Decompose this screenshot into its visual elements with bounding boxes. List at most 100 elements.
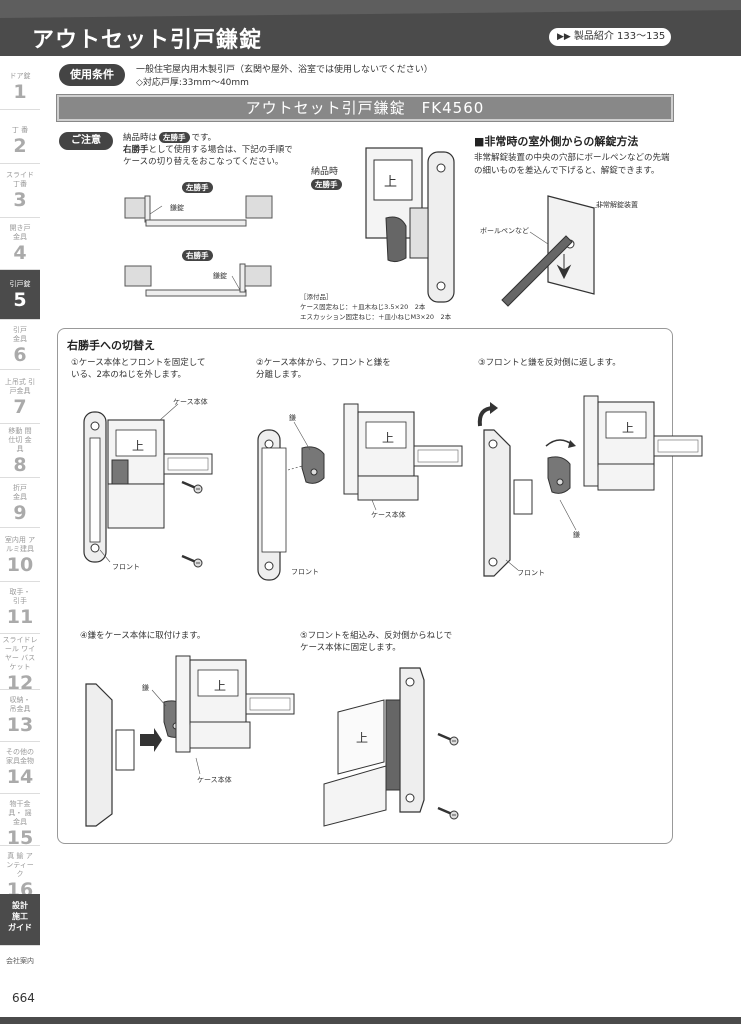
sidebar-item-label: 取手・ 引手 (9, 588, 31, 605)
step-5-text: ⑤フロントを組込み、反対側からねじで ケース本体に固定します。 (300, 631, 464, 653)
case-label-4: ケース本体 (197, 776, 232, 784)
left-hand-door-diagram (124, 195, 273, 227)
sidebar-item-label: 開き戸 金具 (9, 224, 31, 241)
sidebar-item-label: 引戸 金具 (13, 326, 27, 343)
door-thickness-line: ◇対応戸厚:33mm〜40mm (136, 78, 249, 88)
sidebar-item-number: 6 (13, 344, 27, 366)
sidebar-item-label: その他の 家具金物 (6, 748, 34, 765)
kama-label-4: 鎌 (142, 684, 149, 692)
sidebar-item-number: 1 (13, 81, 27, 103)
ballpoint-pen-label: ボールペンなど (480, 227, 529, 235)
right-hand-door-diagram (124, 263, 272, 297)
sidebar-item-number: 2 (13, 135, 27, 157)
sidebar-item-number: 8 (13, 454, 27, 476)
left-hand-diagram-pill: 左勝手 (182, 182, 213, 193)
usage-condition-line: 一般住宅屋内用木製引戸（玄関や屋外、浴室では使用しないでください） (136, 65, 433, 75)
delivery-lock-illustration: 上 (365, 147, 455, 303)
product-intro-link-label: 製品紹介 133〜135 (573, 31, 666, 42)
front-label-3: フロント (517, 569, 545, 577)
caution-line3: ケースの切り替えをおこなってください。 (123, 157, 284, 167)
sidebar-item-number: 4 (13, 242, 27, 264)
sidebar-item-label: 丁 番 (11, 126, 29, 134)
step-1-text: ①ケース本体とフロントを固定して いる、2本のねじを外します。 (71, 358, 217, 380)
emergency-device-label: 非常解錠装置 (596, 201, 638, 209)
front-label-2: フロント (291, 568, 319, 576)
caution-badge: ご注意 (59, 132, 113, 150)
page-number: 664 (12, 991, 35, 1005)
delivery-label: 納品時 (311, 167, 339, 177)
sidebar-item-number: 13 (6, 714, 34, 736)
sidebar-item-design-guide[interactable]: 設計 施工 ガイド (0, 894, 40, 946)
lock-label-right: 鎌錠 (213, 272, 227, 280)
sidebar-item-number: 3 (13, 189, 27, 211)
caution-line2: として使用する場合は、下記の手順で (148, 145, 293, 155)
step-3-text: ③フロントと鎌を反対側に返します。 (478, 358, 621, 368)
sidebar-item-number: 5 (13, 289, 27, 311)
sidebar-item-number: 7 (13, 396, 27, 418)
right-hand-emphasis: 右勝手 (123, 145, 149, 155)
switch-procedure-title: 右勝手への切替え (67, 339, 155, 352)
kama-label-2: 鎌 (289, 414, 296, 422)
sidebar-item-number: 9 (13, 502, 27, 524)
caution-line1-b: です。 (191, 133, 217, 143)
emergency-unlock-illustration (501, 195, 605, 307)
sidebar-item-label: 移動 間仕切 金具 (8, 427, 32, 453)
page-header: アウトセット引戸鎌錠 ▶▶製品紹介 133〜135 (0, 0, 741, 56)
double-arrow-icon: ▶▶ (557, 32, 571, 42)
sidebar-item-label: 上吊式 引戸金具 (4, 378, 36, 395)
emergency-unlock-title: ■非常時の室外側からの解錠方法 (474, 135, 639, 148)
sidebar-item-label: 引戸錠 (9, 280, 31, 288)
usage-conditions-badge: 使用条件 (59, 64, 125, 86)
accessory-escutcheon-screw: エスカッション固定ねじ：＋皿小ねじM3×20 2本 (300, 313, 452, 321)
sidebar-item-label: 折戸 金具 (13, 484, 27, 501)
sidebar-item-company[interactable]: 会社案内 (6, 957, 34, 965)
sidebar-item-label: スライドレール ワイヤー バスケット (2, 636, 38, 671)
caution-line1-a: 納品時は (123, 133, 158, 143)
product-name-bar: アウトセット引戸鎌錠 FK4560 (56, 94, 674, 122)
accessories-title: ［添付品］ (300, 293, 333, 301)
accessory-case-screw: ケース固定ねじ：＋皿木ねじ3.5×20 2本 (300, 303, 426, 311)
switch-procedure-box (57, 328, 673, 844)
sidebar-item-number: 10 (6, 554, 34, 576)
right-hand-diagram-pill: 右勝手 (182, 250, 213, 261)
sidebar-item-label: スライド 丁番 (6, 171, 34, 188)
sidebar-item-label: 物干金具・ 謡金具 (8, 800, 32, 826)
usage-conditions-text: 一般住宅屋内用木製引戸（玄関や屋外、浴室では使用しないでください） ◇対応戸厚:… (136, 64, 433, 90)
accessories-note: ［添付品］ ケース固定ねじ：＋皿木ねじ3.5×20 2本 エスカッション固定ねじ… (300, 292, 451, 322)
step-2-text: ②ケース本体から、フロントと鎌を 分離します。 (256, 358, 402, 380)
sidebar-item-label: 室内用 アルミ建具 (4, 536, 36, 553)
page-title: アウトセット引戸鎌錠 (32, 28, 263, 53)
product-intro-link[interactable]: ▶▶製品紹介 133〜135 (549, 28, 671, 46)
delivery-pill: 左勝手 (311, 179, 342, 190)
emergency-unlock-text: 非常解錠装置の中央の穴部にボールペンなどの先端の細いものを差込んで下げると、解錠… (474, 153, 670, 176)
step-4-text: ④鎌をケース本体に取付けます。 (80, 631, 206, 641)
kama-label-3: 鎌 (573, 531, 580, 539)
caution-text: 納品時は左勝手です。 右勝手として使用する場合は、下記の手順で ケースの切り替え… (123, 132, 293, 168)
left-hand-pill: 左勝手 (159, 132, 190, 143)
footer-bar (0, 1017, 741, 1024)
front-label-1: フロント (112, 563, 140, 571)
sidebar-item-label: 真 鍮 アンティーク (6, 852, 34, 878)
lock-label-left: 鎌錠 (170, 204, 184, 212)
sidebar-item-label: 収納・ 吊金具 (9, 696, 31, 713)
sidebar-item-number: 12 (6, 672, 34, 694)
sidebar-item-number: 15 (6, 827, 34, 849)
sidebar-item-label: ドア錠 (9, 72, 31, 80)
